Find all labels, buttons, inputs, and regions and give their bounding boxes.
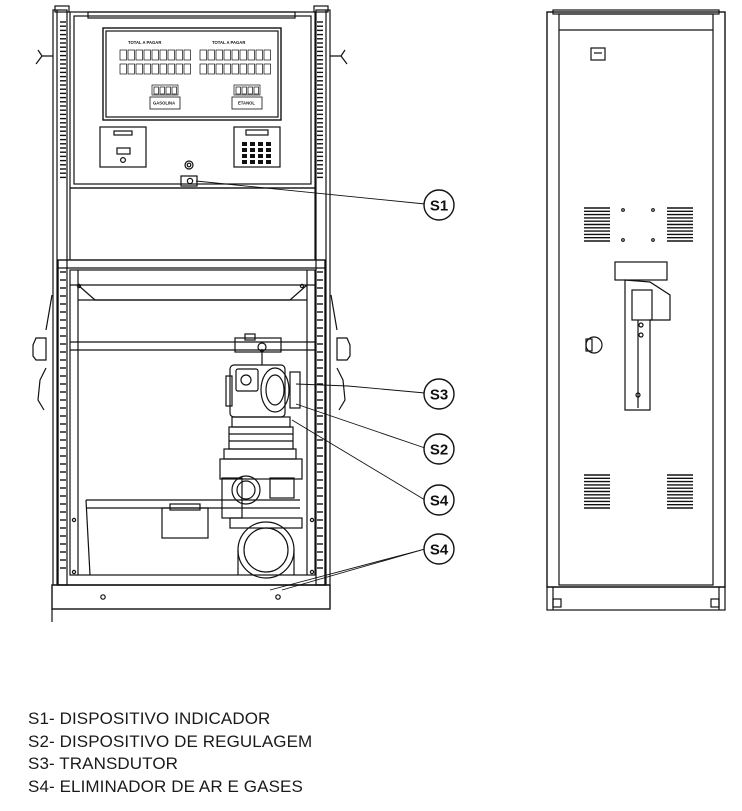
product-left-label: GASOLINA xyxy=(153,101,175,106)
tag-s4-lower-label: S4 xyxy=(430,542,449,559)
legend-text: - DISPOSITIVO INDICADOR xyxy=(49,709,271,728)
legend-item-s3: S3- TRANSDUTOR xyxy=(28,753,312,776)
left-louvers xyxy=(60,21,66,569)
tag-s1: S1 xyxy=(423,189,455,221)
product-left-label-box xyxy=(149,96,181,110)
side-view xyxy=(546,9,726,611)
tag-s2-label: S2 xyxy=(430,442,448,459)
legend-text: - TRANSDUTOR xyxy=(49,754,179,773)
legend-text: - DISPOSITIVO DE REGULAGEM xyxy=(49,731,313,751)
speaker-icon xyxy=(184,160,194,170)
keypad xyxy=(242,142,271,164)
right-louvers xyxy=(317,21,323,569)
legend-code: S4 xyxy=(28,776,49,796)
product-right-label-box xyxy=(231,96,263,110)
left-column xyxy=(52,9,68,586)
body-frame xyxy=(57,259,326,586)
motor xyxy=(237,521,295,579)
legend-code: S1 xyxy=(28,709,49,728)
legend-code: S3 xyxy=(28,754,49,773)
tag-s4-upper-label: S4 xyxy=(430,493,449,510)
legend: S1- DISPOSITIVO INDICADOR S2- DISPOSITIV… xyxy=(28,708,312,798)
left-nozzle-hook xyxy=(35,49,53,65)
product-right-label: ETANOL xyxy=(238,101,255,106)
legend-code: S2 xyxy=(28,731,49,751)
tag-s2: S2 xyxy=(423,433,455,465)
front-view xyxy=(32,5,351,622)
legend-item-s2: S2- DISPOSITIVO DE REGULAGEM xyxy=(28,731,312,754)
display-content: TOTAL A PAGAR TOTAL A PAGAR GASOLINA ETA… xyxy=(119,40,271,110)
display-right-title: TOTAL A PAGAR xyxy=(212,40,245,45)
side-logo-icon xyxy=(590,47,606,61)
nozzle-boot xyxy=(614,261,668,281)
legend-text: - ELIMINADOR DE AR E GASES xyxy=(49,776,303,796)
base-plinth xyxy=(51,584,331,610)
tag-s4-upper: S4 xyxy=(423,484,455,516)
meter-assembly xyxy=(161,333,303,579)
legend-item-s4: S4- ELIMINADOR DE AR E GASES xyxy=(28,776,312,799)
left-nozzle-holder xyxy=(32,337,47,361)
tag-s3: S3 xyxy=(423,378,455,410)
side-vents xyxy=(584,207,693,509)
right-keypad-panel xyxy=(233,126,281,168)
right-nozzle-holder xyxy=(336,337,351,361)
display-window xyxy=(102,27,282,121)
legend-item-s1: S1- DISPOSITIVO INDICADOR xyxy=(28,708,312,731)
leaders xyxy=(195,180,426,591)
display-left-title: TOTAL A PAGAR xyxy=(128,40,161,45)
tag-s3-label: S3 xyxy=(430,387,448,404)
left-preset-panel xyxy=(99,126,147,168)
tag-s4-lower: S4 xyxy=(423,533,455,565)
right-nozzle-hook xyxy=(330,49,348,65)
tag-s1-label: S1 xyxy=(430,198,448,215)
side-cabinet xyxy=(546,11,726,588)
right-column xyxy=(315,9,331,586)
